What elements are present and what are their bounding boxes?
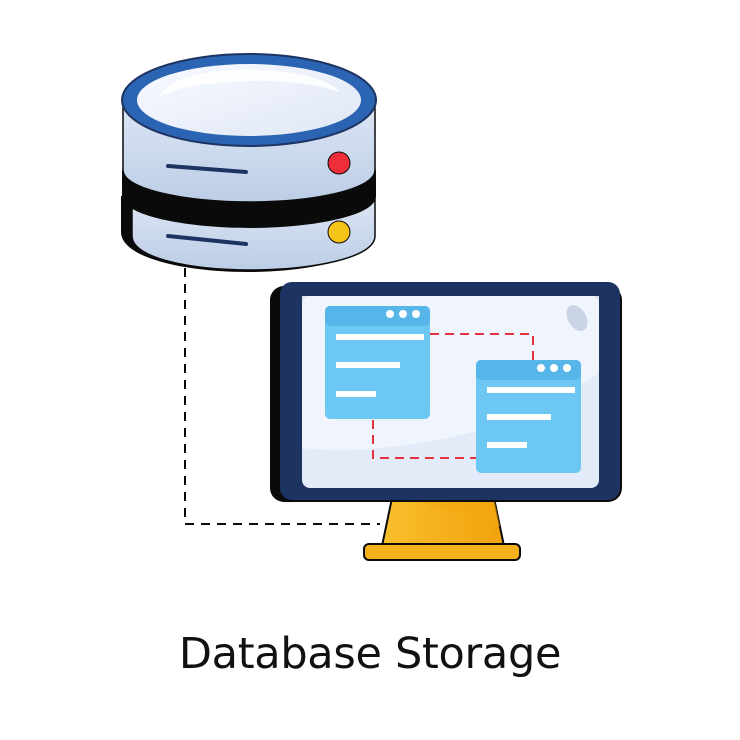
- right-panel-dot: [563, 364, 571, 372]
- right-panel-line: [487, 387, 575, 393]
- right-panel-dot: [550, 364, 558, 372]
- right-panel-line: [487, 442, 527, 448]
- monitor-icon: [270, 282, 622, 502]
- right-panel-dot: [537, 364, 545, 372]
- right-panel-line: [487, 414, 551, 420]
- left-panel-line: [336, 362, 400, 368]
- left-panel-dot: [399, 310, 407, 318]
- window-panel-icon: [476, 360, 581, 473]
- window-panel-icon: [325, 306, 430, 419]
- screen-gloss-mark: [566, 305, 588, 331]
- red-indicator-light: [327, 151, 351, 175]
- database-top-highlight: [160, 69, 340, 96]
- database-band: [122, 168, 376, 228]
- database-icon: [121, 53, 377, 272]
- left-panel-dot: [386, 310, 394, 318]
- left-panel-line: [336, 391, 376, 397]
- yellow-indicator-light: [327, 220, 351, 244]
- left-panel-line: [336, 334, 424, 340]
- panel-connector-top: [430, 333, 534, 360]
- left-panel-dot: [412, 310, 420, 318]
- database-slot-upper: [166, 164, 248, 174]
- database-to-monitor-connector: [184, 268, 380, 525]
- stand-neck-shade: [410, 498, 500, 526]
- database-slot-lower: [166, 234, 248, 246]
- panel-connector-bottom: [372, 420, 476, 459]
- illustration-caption: Database Storage: [178, 629, 562, 679]
- monitor-stand: [363, 497, 521, 561]
- stand-base: [363, 543, 521, 561]
